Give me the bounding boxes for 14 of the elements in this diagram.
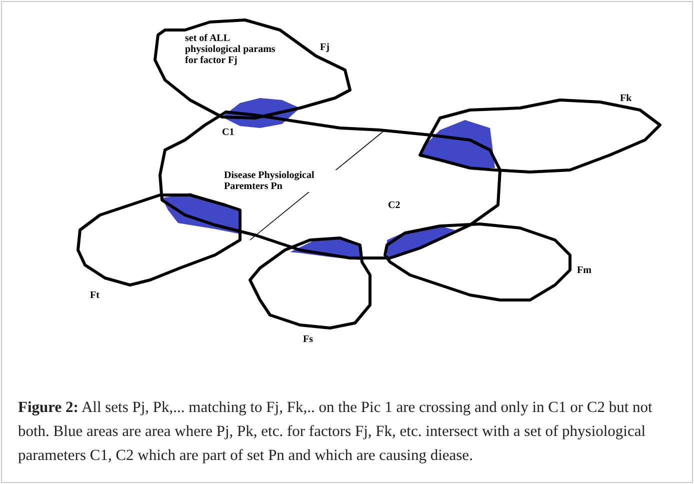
region-label: C2 — [388, 200, 400, 211]
set-name: Fj — [320, 42, 330, 53]
set-description: set of ALL physiological params for factor Fj — [185, 33, 276, 66]
figure-caption: Figure 2: All sets Pj, Pk,... matching to Fj, Fk,.. on the Pic 1 are crossing and only in C1 or C2 but not both. Blue areas are area where Pj, Pk, etc. for factors Fj, Fk, etc. intersect with a set of physiological parameters C1, C2 which are part of set Pn and which are causing diease. — [18, 398, 654, 466]
set-name: Ft — [90, 290, 100, 301]
set-name: Fs — [303, 334, 313, 345]
intersection-area — [162, 193, 240, 234]
intersection-area — [222, 98, 300, 128]
set-name: Fk — [620, 93, 632, 104]
intersection-area — [290, 238, 360, 260]
set-name: Fm — [577, 265, 592, 276]
region-label: C1 — [222, 127, 234, 138]
intersection-area — [387, 226, 455, 258]
intersection-area — [420, 120, 495, 168]
